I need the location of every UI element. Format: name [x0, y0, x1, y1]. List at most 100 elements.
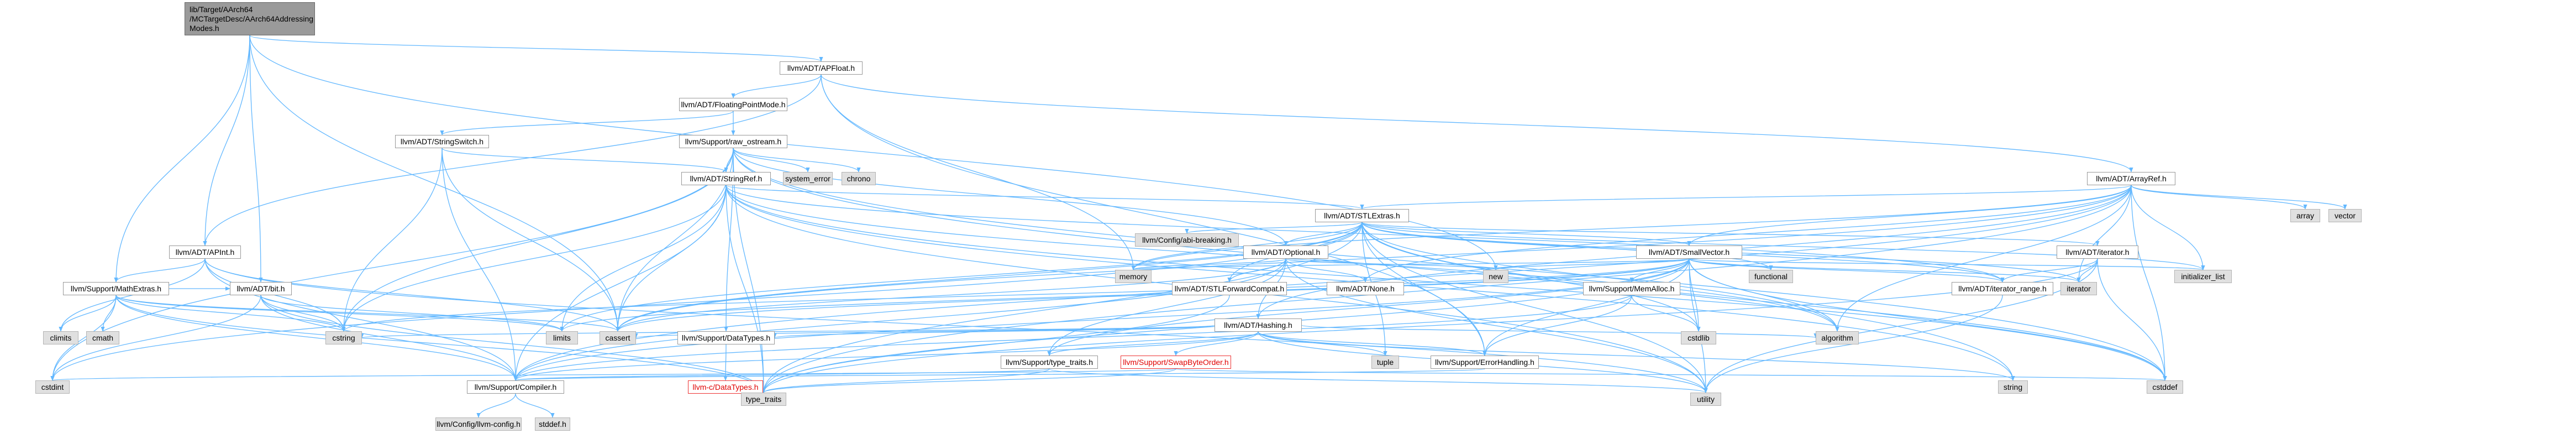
node-support-datatypes[interactable]: llvm/Support/DataTypes.h — [677, 331, 775, 344]
edge-arrayref-to-type_traits — [761, 185, 2132, 393]
node-raw-ostream[interactable]: llvm/Support/raw_ostream.h — [679, 135, 787, 148]
node-root-aarch64-addressing-modes[interactable]: lib/Target/AArch64 /MCTargetDesc/AArch64… — [185, 2, 315, 35]
node-new[interactable]: new — [1483, 270, 1508, 283]
node-iterator-std[interactable]: iterator — [2060, 282, 2097, 295]
node-iterator-h[interactable]: llvm/ADT/iterator.h — [2057, 245, 2138, 259]
node-swapbyteorder[interactable]: llvm/Support/SwapByteOrder.h — [1121, 356, 1231, 369]
edge-arrayref-to-cassert — [616, 185, 2132, 332]
edge-fpmode-to-stringswitch — [440, 111, 734, 135]
edge-arrayref-to-none — [1363, 185, 2132, 283]
edge-hashing-to-compiler — [513, 331, 1259, 381]
node-cmath[interactable]: cmath — [86, 331, 119, 344]
edge-bit-to-cstring — [260, 295, 346, 332]
node-initializer-list[interactable]: initializer_list — [2174, 270, 2232, 283]
node-stddef[interactable]: stddef.h — [535, 417, 570, 431]
node-smallvector[interactable]: llvm/ADT/SmallVector.h — [1636, 245, 1742, 259]
node-cstddef[interactable]: cstddef — [2147, 380, 2183, 394]
node-iterator-range[interactable]: llvm/ADT/iterator_range.h — [1952, 282, 2053, 295]
node-hashing[interactable]: llvm/ADT/Hashing.h — [1215, 318, 1302, 332]
edge-stlextras-to-limits — [560, 222, 1363, 332]
edge-optional-to-memory — [1131, 258, 1286, 270]
edge-hashing-to-cstring — [360, 325, 1215, 338]
edge-smallvector-to-initializer_list — [1689, 258, 2205, 270]
edge-stlextras-to-cstddef — [1361, 222, 2167, 381]
edge-stringswitch-to-stringref — [441, 148, 728, 173]
edge-stlextras-to-functional — [1361, 222, 1773, 270]
edge-swapbyteorder-to-cstddef — [1175, 368, 2167, 381]
node-errorhandling[interactable]: llvm/Support/ErrorHandling.h — [1431, 356, 1539, 369]
node-cstdint[interactable]: cstdint — [35, 380, 70, 394]
edge-arrayref-to-vector — [2131, 185, 2347, 210]
edge-type_traits_h-to-type_traits — [761, 368, 1050, 393]
node-string[interactable]: string — [1998, 380, 2028, 394]
node-llvm-config[interactable]: llvm/Config/llvm-config.h — [435, 417, 522, 431]
node-config-abi-breaking[interactable]: llvm/Config/abi-breaking.h — [1135, 233, 1239, 247]
edge-stringref-to-cstring — [341, 185, 727, 332]
edge-memalloc-to-compiler — [513, 295, 1632, 381]
node-array[interactable]: array — [2290, 209, 2320, 222]
edge-smallvector-to-limits — [560, 258, 1690, 332]
edge-memalloc-to-errorhandling — [1482, 295, 1632, 356]
edge-raw_ostream-to-system_error — [733, 148, 810, 173]
edge-stringref-to-cassert — [616, 185, 727, 332]
node-vector[interactable]: vector — [2328, 209, 2362, 222]
edge-compiler-to-stddef — [515, 393, 555, 418]
edge-arrayref-to-stlextras — [1360, 185, 2132, 210]
node-apint[interactable]: llvm/ADT/APInt.h — [169, 245, 241, 259]
node-compiler[interactable]: llvm/Support/Compiler.h — [467, 380, 564, 394]
edge-raw_ostream-to-type_traits — [733, 148, 766, 393]
node-none[interactable]: llvm/ADT/None.h — [1327, 282, 1404, 295]
edge-stlforward-to-type_traits — [761, 295, 1230, 393]
node-utility[interactable]: utility — [1690, 393, 1721, 406]
node-apfloat[interactable]: llvm/ADT/APFloat.h — [780, 61, 863, 75]
edge-mathextras-to-cstdint — [50, 295, 117, 381]
node-cassert[interactable]: cassert — [600, 331, 636, 344]
node-stlforwardcompat[interactable]: llvm/ADT/STLForwardCompat.h — [1172, 282, 1287, 295]
node-stringswitch[interactable]: llvm/ADT/StringSwitch.h — [395, 135, 489, 148]
node-cstring[interactable]: cstring — [325, 331, 362, 344]
edge-root-to-apfloat — [249, 35, 823, 62]
edge-stlextras-to-iterator — [1361, 222, 2100, 246]
node-optional[interactable]: llvm/ADT/Optional.h — [1243, 245, 1328, 259]
node-cstdlib[interactable]: cstdlib — [1681, 331, 1716, 344]
edge-raw_ostream-to-cstring — [341, 148, 734, 332]
edge-apfloat-to-fpmode — [731, 74, 822, 98]
node-memalloc[interactable]: llvm/Support/MemAlloc.h — [1583, 282, 1680, 295]
edge-hashing-to-tuple — [1258, 331, 1387, 356]
node-stringref[interactable]: llvm/ADT/StringRef.h — [681, 172, 771, 185]
edge-hashing-to-swapbyteorder — [1174, 331, 1259, 356]
node-support-type-traits[interactable]: llvm/Support/type_traits.h — [1001, 356, 1098, 369]
edge-iterator-to-iterator_range — [2000, 258, 2098, 283]
edge-stlextras-to-cstdlib — [1361, 222, 1701, 332]
node-chrono[interactable]: chrono — [842, 172, 876, 185]
edge-arrayref-to-smallvector — [1687, 185, 2132, 246]
edge-optional-to-none — [1285, 258, 1368, 283]
edge-mathextras-to-climits — [59, 295, 117, 332]
node-functional[interactable]: functional — [1749, 270, 1793, 283]
node-algorithm[interactable]: algorithm — [1816, 331, 1859, 344]
node-bit[interactable]: llvm/ADT/bit.h — [230, 282, 292, 295]
edge-arrayref-to-initializer_list — [2131, 185, 2205, 270]
node-arrayref[interactable]: llvm/ADT/ArrayRef.h — [2087, 172, 2175, 185]
node-system-error[interactable]: system_error — [783, 172, 833, 185]
edge-smallvector-to-iterator_std — [1689, 258, 2081, 283]
node-tuple[interactable]: tuple — [1371, 356, 1399, 369]
node-memory[interactable]: memory — [1115, 270, 1152, 283]
edge-smallvector-to-memory — [1132, 258, 1690, 270]
node-mathextras[interactable]: llvm/Support/MathExtras.h — [63, 282, 169, 295]
node-type-traits[interactable]: type_traits — [741, 393, 786, 406]
node-stlextras[interactable]: llvm/ADT/STLExtras.h — [1315, 209, 1409, 222]
edge-raw_ostream-to-optional — [733, 148, 1288, 246]
edge-root-to-bit — [249, 35, 263, 283]
edge-arrayref-to-algorithm — [1835, 185, 2132, 332]
node-floating-point-mode[interactable]: llvm/ADT/FloatingPointMode.h — [679, 98, 787, 111]
edge-mathextras-to-limits — [115, 295, 564, 332]
node-climits[interactable]: climits — [43, 331, 78, 344]
edge-arrayref-to-memory — [1131, 185, 2132, 270]
edge-swapbyteorder-to-cstdint — [51, 368, 1176, 381]
edge-stringswitch-to-compiler — [441, 148, 518, 381]
edge-stlextras-to-utility — [1361, 222, 1708, 393]
node-c-datatypes[interactable]: llvm-c/DataTypes.h — [688, 380, 763, 394]
node-limits[interactable]: limits — [546, 331, 578, 344]
edge-apint-to-compiler — [204, 258, 518, 381]
